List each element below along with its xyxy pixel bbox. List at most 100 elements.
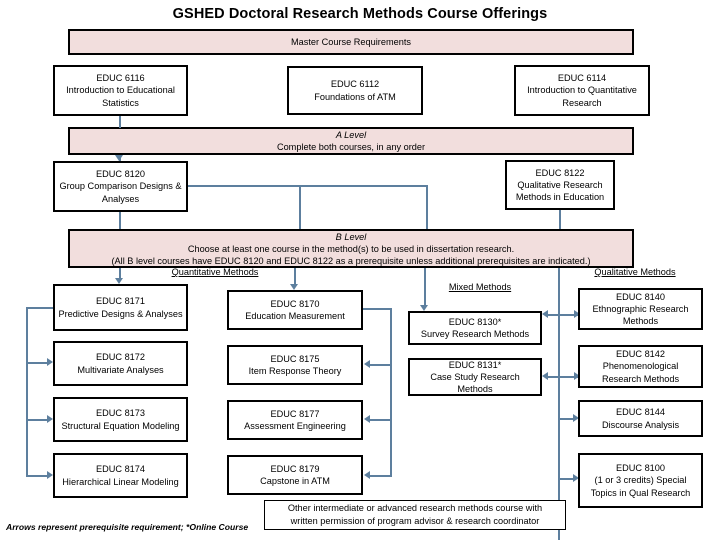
course-box-educ-8177[interactable]: EDUC 8177 Assessment Engineering <box>227 400 363 440</box>
connector-mid-bus-from-8170 <box>363 308 392 310</box>
connector-qual-bus-to-8144 <box>558 418 574 420</box>
banner-b-level: B Level Choose at least one course in th… <box>68 229 634 268</box>
banner-b-level-line2: Choose at least one course in the method… <box>187 243 515 254</box>
connector-mid-bus-to-8179 <box>370 475 392 477</box>
connector-8142-to-8131 <box>548 376 580 378</box>
course-code: EDUC 6116 <box>96 73 145 84</box>
banner-a-level: A Level Complete both courses, in any or… <box>68 127 634 155</box>
course-code: EDUC 8100 <box>615 463 666 474</box>
banner-a-level-line1: A Level <box>335 130 367 140</box>
course-name: (1 or 3 credits) Special Topics in Qual … <box>590 475 691 498</box>
course-box-educ-8175[interactable]: EDUC 8175 Item Response Theory <box>227 345 363 385</box>
course-name: Case Study Research Methods <box>430 371 520 395</box>
course-code: EDUC 8131* <box>448 359 502 370</box>
course-code: EDUC 8130* <box>448 316 502 327</box>
connector-b-level-to-8170 <box>294 268 296 286</box>
course-code: EDUC 8170 <box>270 298 320 309</box>
course-box-educ-6114[interactable]: EDUC 6114 Introduction to Quantitative R… <box>514 65 650 116</box>
course-name: Introduction to Educational Statistics <box>66 85 175 108</box>
connector-mid-bus-to-8175 <box>370 364 392 366</box>
note-line2: written permission of program advisor & … <box>290 516 540 526</box>
arrow-b-level-to-8170-icon <box>290 284 298 290</box>
arrow-8140-to-8130-icon <box>542 310 548 318</box>
course-code: EDUC 6114 <box>557 73 607 84</box>
arrow-left-bus-to-8173-icon <box>47 415 53 423</box>
banner-master-line1: Master Course Requirements <box>291 37 411 47</box>
arrow-qual-bus-to-8100-icon <box>573 474 579 482</box>
arrow-mid-bus-to-8177-icon <box>364 415 370 423</box>
course-name: Introduction to Quantitative Research <box>527 85 637 108</box>
course-code: EDUC 8140 <box>615 291 666 302</box>
course-box-educ-8120[interactable]: EDUC 8120 Group Comparison Designs & Ana… <box>53 161 188 212</box>
footer-legend: Arrows represent prerequisite requiremen… <box>6 522 249 532</box>
page-title: GSHED Doctoral Research Methods Course O… <box>172 6 548 22</box>
connector-left-bus-to-8173 <box>26 419 48 421</box>
arrow-left-bus-to-8172-icon <box>47 358 53 366</box>
connector-8140-to-8130 <box>548 314 580 316</box>
course-name: Foundations of ATM <box>314 91 396 102</box>
arrow-8131-to-8142-icon <box>574 372 580 380</box>
course-code: EDUC 8171 <box>95 296 146 307</box>
connector-left-bus-from-8171 <box>26 307 54 309</box>
course-name: Education Measurement <box>245 311 345 321</box>
course-box-educ-8172[interactable]: EDUC 8172 Multivariate Analyses <box>53 341 188 386</box>
course-name: Multivariate Analyses <box>77 364 164 375</box>
course-box-educ-8100[interactable]: EDUC 8100 (1 or 3 credits) Special Topic… <box>578 453 703 508</box>
course-name: Ethnographic Research Methods <box>592 303 689 327</box>
connector-b-level-to-8130 <box>424 268 426 308</box>
connector-8120-bus-drop-right <box>426 185 428 229</box>
course-name: Structural Equation Modeling <box>61 420 180 431</box>
section-header-qualitative: Qualitative Methods <box>594 267 676 277</box>
connector-b-level-to-8171 <box>119 268 121 280</box>
connector-8120-bus-drop-mid <box>299 185 301 229</box>
course-code: EDUC 8173 <box>95 408 146 419</box>
course-box-educ-8144[interactable]: EDUC 8144 Discourse Analysis <box>578 400 703 437</box>
arrow-qual-bus-to-8144-icon <box>573 414 579 422</box>
course-code: EDUC 8120 <box>95 169 146 180</box>
note-box-other-courses: Other intermediate or advanced research … <box>264 500 566 530</box>
course-code: EDUC 8174 <box>95 464 146 475</box>
connector-left-bus-to-8172 <box>26 362 48 364</box>
course-box-educ-6116[interactable]: EDUC 6116 Introduction to Educational St… <box>53 65 188 116</box>
course-code: EDUC 8144 <box>615 407 666 418</box>
arrow-8142-to-8131-icon <box>542 372 548 380</box>
course-box-educ-8131[interactable]: EDUC 8131* Case Study Research Methods <box>408 358 542 396</box>
course-box-educ-6112[interactable]: EDUC 6112 Foundations of ATM <box>287 66 423 115</box>
connector-left-bus-to-8174 <box>26 475 48 477</box>
banner-b-level-line1: B Level <box>335 231 367 242</box>
course-name: Predictive Designs & Analyses <box>58 308 183 319</box>
arrow-b-level-to-8130-icon <box>420 305 428 311</box>
course-box-educ-8122[interactable]: EDUC 8122 Qualitative Research Methods i… <box>505 160 615 210</box>
course-box-educ-8179[interactable]: EDUC 8179 Capstone in ATM <box>227 455 363 495</box>
course-name: Assessment Engineering <box>244 421 346 431</box>
course-code: EDUC 8175 <box>270 353 320 364</box>
course-box-educ-8130[interactable]: EDUC 8130* Survey Research Methods <box>408 311 542 345</box>
section-header-quantitative: Quantitative Methods <box>171 267 259 277</box>
course-box-educ-8173[interactable]: EDUC 8173 Structural Equation Modeling <box>53 397 188 442</box>
course-name: Group Comparison Designs & Analyses <box>59 181 182 204</box>
arrow-mid-bus-to-8179-icon <box>364 471 370 479</box>
connector-8120-bus-horizontal <box>188 185 428 187</box>
course-code: EDUC 8177 <box>270 408 320 419</box>
course-name: Item Response Theory <box>248 366 342 376</box>
connector-8122-to-b-level <box>559 210 561 229</box>
course-name: Hierarchical Linear Modeling <box>62 476 179 487</box>
arrow-left-bus-to-8174-icon <box>47 471 53 479</box>
arrow-mid-bus-to-8175-icon <box>364 360 370 368</box>
banner-b-level-line3: (All B level courses have EDUC 8120 and … <box>111 255 591 266</box>
course-box-educ-8142[interactable]: EDUC 8142 Phenomenological Research Meth… <box>578 345 703 388</box>
course-name: Capstone in ATM <box>260 476 330 486</box>
connector-mid-bus-vertical <box>390 308 392 476</box>
connector-b-level-qualitative-bus <box>558 268 560 540</box>
course-box-educ-8174[interactable]: EDUC 8174 Hierarchical Linear Modeling <box>53 453 188 498</box>
course-box-educ-8171[interactable]: EDUC 8171 Predictive Designs & Analyses <box>53 284 188 331</box>
course-code: EDUC 8122 <box>535 167 585 178</box>
course-code: EDUC 8172 <box>95 352 146 363</box>
course-box-educ-8170[interactable]: EDUC 8170 Education Measurement <box>227 290 363 330</box>
course-box-educ-8140[interactable]: EDUC 8140 Ethnographic Research Methods <box>578 288 703 330</box>
arrow-8130-to-8140-icon <box>574 310 580 318</box>
arrow-b-level-to-8171-icon <box>115 278 123 284</box>
connector-6116-to-a-level <box>119 116 121 128</box>
note-line1: Other intermediate or advanced research … <box>287 503 543 513</box>
